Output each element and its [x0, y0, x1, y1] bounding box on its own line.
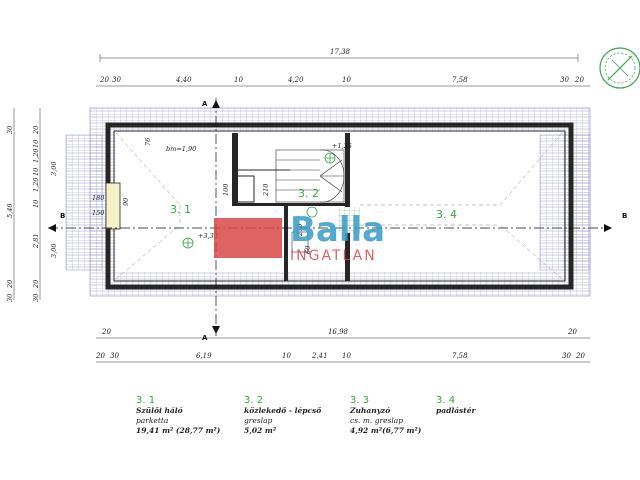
left-dim: 5,40 — [6, 204, 14, 218]
left-dim: 3,00 — [50, 162, 58, 176]
left-dim: 30 — [6, 126, 14, 134]
left-dim: 20 — [32, 126, 40, 135]
room-3-1-label: 3. 1 — [170, 203, 191, 216]
section-lines — [48, 98, 612, 336]
bottom-dim: 7,58 — [452, 352, 468, 360]
level-plus-3-33: +3,33 — [198, 232, 218, 240]
room-number: 3. 3 — [350, 395, 370, 406]
window-dim: 90 — [122, 198, 130, 206]
window-left — [105, 182, 121, 230]
dim-76: 76 — [144, 138, 152, 146]
bathroom-tiles — [338, 207, 360, 233]
section-b-right: B — [622, 212, 627, 220]
room-legend-3-3: 3. 3 Zuhanyzó cs. m. greslap 4,92 m²(6,7… — [350, 396, 421, 436]
logo-house-icon — [214, 218, 282, 258]
bottom-dim: 30 — [110, 352, 119, 360]
logo-sub: INGATLAN — [290, 248, 377, 264]
level-marker-icon — [182, 152, 336, 249]
left-dim: 30 — [32, 294, 40, 302]
bottom-dim: 20 — [575, 352, 585, 360]
bottom-dim: 10 — [282, 352, 291, 360]
bottom-dim: 2,41 — [311, 352, 328, 360]
roof-tiles — [65, 107, 591, 297]
left-dim: 30 — [6, 294, 14, 302]
room-legend-3-2: 3. 2 közlekedő - lépcső greslap 5,02 m² — [244, 396, 321, 436]
bathroom-fixture — [306, 206, 318, 218]
top-dim: 10 — [234, 76, 243, 84]
left-dim: 10 — [32, 168, 40, 176]
section-b-left: B — [60, 212, 65, 220]
dimension-lines — [13, 54, 590, 363]
top-dim: 7,58 — [452, 76, 468, 84]
watermark-logo: Balla INGATLAN — [214, 210, 428, 264]
top-dim: 4,20 — [287, 76, 304, 84]
bottom-dim: 6,19 — [196, 352, 212, 360]
bottom-dim: 20 — [95, 352, 105, 360]
room-area: 4,92 m²(6,77 m²) — [350, 426, 422, 435]
window-dim: 150 — [92, 209, 104, 217]
left-dim: 10 — [32, 140, 40, 148]
top-dim: 20 — [99, 76, 109, 84]
level-plus-1-25: +1,25 — [332, 142, 352, 150]
room-floor: greslap — [244, 416, 273, 425]
bottom-total-dim: 16,98 — [328, 328, 349, 336]
left-dimension-texts: 30 20 10 1,20 10 1,20 3,00 5,40 10 2,81 … — [6, 126, 58, 302]
compass-north-icon — [599, 47, 640, 89]
stair-dim: 100 — [222, 184, 230, 196]
room-number: 3. 1 — [136, 395, 156, 406]
top-dim: 30 — [560, 76, 569, 84]
left-dim: 3,00 — [50, 244, 58, 258]
top-dim: 4,40 — [175, 76, 192, 84]
top-dim: 10 — [342, 76, 351, 84]
room-number: 3. 4 — [436, 395, 456, 406]
logo-brand: Balla — [290, 210, 386, 250]
top-dim: 20 — [574, 76, 584, 84]
bottom-dim: 30 — [562, 352, 571, 360]
room-3-2-label: 3. 2 — [298, 187, 319, 200]
section-a-bottom: A — [202, 334, 208, 342]
room-area: 5,02 m² — [244, 426, 277, 435]
section-a-top: A — [202, 100, 208, 108]
left-dim: 2,81 — [32, 234, 40, 249]
bottom-dimension-texts: 20 16,98 20 20 30 6,19 10 2,41 10 7,58 3… — [95, 328, 585, 360]
left-dim: 1,20 — [32, 178, 40, 192]
bottom-dim: 10 — [342, 352, 351, 360]
window-dim: 180 — [92, 194, 104, 202]
left-dim: 10 — [32, 200, 40, 208]
room-floor: parketta — [136, 416, 169, 425]
bottom-left-dim: 20 — [101, 328, 111, 336]
level-bm: bm=1,90 — [166, 145, 196, 153]
room-name: Zuhanyzó — [350, 406, 391, 415]
left-dim: 1,20 — [32, 149, 40, 163]
left-dim: 20 — [32, 280, 40, 289]
room-number: 3. 2 — [244, 395, 264, 406]
staircase — [275, 149, 345, 203]
overall-width-label: 17,38 — [330, 48, 351, 56]
stair-dim: 60 — [304, 246, 312, 254]
bathroom-shower — [291, 231, 309, 253]
room-name: Szülői háló — [136, 406, 183, 415]
room-area: 19,41 m² (28,77 m²) — [136, 426, 221, 435]
left-dim: 20 — [6, 280, 14, 289]
room-3-4-label: 3. 4 — [436, 208, 457, 221]
room-legend-3-1: 3. 1 Szülői háló parketta 19,41 m² (28,7… — [136, 396, 220, 436]
stair-dim: 210 — [262, 184, 270, 197]
room-legend-3-4: 3. 4 padlástér — [436, 396, 475, 416]
room-name: padlástér — [436, 406, 476, 415]
top-dim: 30 — [112, 76, 121, 84]
room-floor: cs. m. greslap — [350, 416, 404, 425]
top-dimension-texts: 20 30 4,40 10 4,20 10 7,58 30 20 — [99, 76, 584, 84]
stair-dim: 210 — [296, 224, 304, 237]
room-name: közlekedő - lépcső — [244, 406, 322, 415]
roof-ridge-lines — [115, 132, 563, 280]
bottom-right-dim: 20 — [567, 328, 577, 336]
